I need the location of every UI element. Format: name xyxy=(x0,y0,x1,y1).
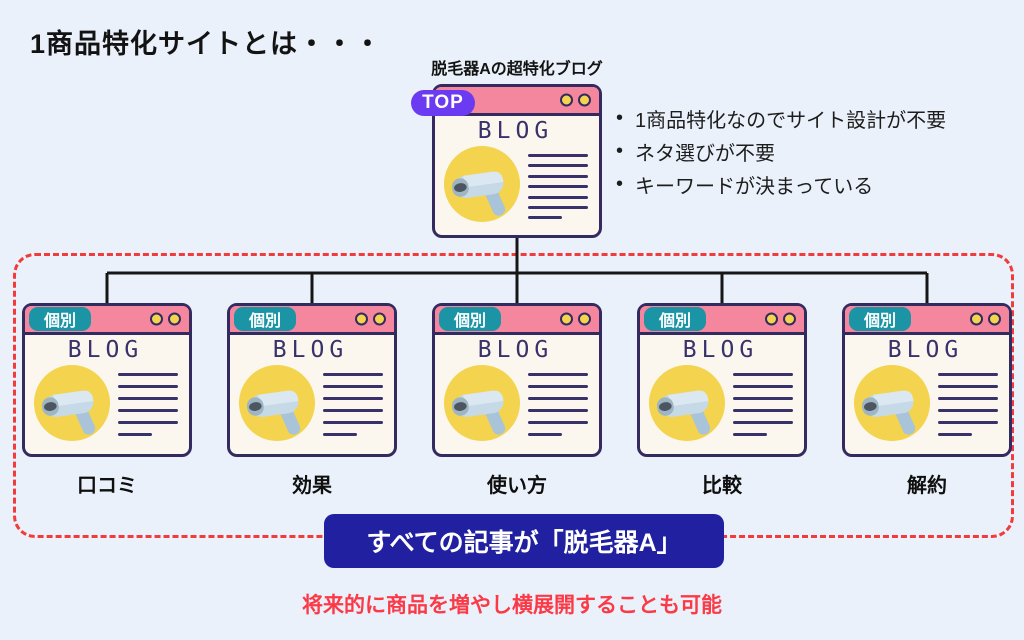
page-title: 1商品特化サイトとは・・・ xyxy=(30,29,383,59)
browser-body: BLOG xyxy=(640,335,804,448)
blog-wordmark: BLOG xyxy=(682,337,759,363)
text-lines xyxy=(118,364,178,436)
window-dot-icon xyxy=(168,312,181,326)
window-dot-icon xyxy=(150,312,163,326)
hair-dryer-icon xyxy=(648,364,726,442)
window-dots xyxy=(560,93,591,107)
window-dots xyxy=(765,312,796,326)
article-label: 比較 xyxy=(702,475,742,497)
top-site-card: TOP BLOG xyxy=(411,84,602,238)
browser-body: BLOG xyxy=(25,335,189,448)
text-lines xyxy=(733,364,793,436)
article-card-kuchikomi: 個別 BLOG xyxy=(22,303,192,457)
text-lines xyxy=(323,364,383,436)
top-badge: TOP xyxy=(411,90,475,116)
window-dot-icon xyxy=(578,93,591,107)
window-dots xyxy=(355,312,386,326)
hair-dryer-icon xyxy=(443,364,521,442)
article-label: 解約 xyxy=(907,475,947,497)
benefit-list: • 1商品特化なのでサイト設計が不要 • ネタ選びが不要 • キーワードが決まっ… xyxy=(616,102,946,201)
kobetsu-badge: 個別 xyxy=(29,307,91,331)
benefit-item: • 1商品特化なのでサイト設計が不要 xyxy=(616,102,946,135)
window-dots xyxy=(970,312,1001,326)
kobetsu-badge: 個別 xyxy=(849,307,911,331)
window-dot-icon xyxy=(970,312,983,326)
browser-body: BLOG xyxy=(230,335,394,448)
window-dot-icon xyxy=(783,312,796,326)
article-label: 口コミ xyxy=(77,475,137,497)
window-dot-icon xyxy=(988,312,1001,326)
blog-wordmark: BLOG xyxy=(477,337,554,363)
blog-wordmark: BLOG xyxy=(272,337,349,363)
window-dot-icon xyxy=(373,312,386,326)
window-dot-icon xyxy=(355,312,368,326)
bullet-icon: • xyxy=(616,107,624,129)
benefit-text: ネタ選びが不要 xyxy=(635,143,776,165)
text-lines xyxy=(528,364,588,436)
article-label: 使い方 xyxy=(487,475,547,497)
summary-banner: すべての記事が「脱毛器A」 xyxy=(324,514,724,568)
text-lines xyxy=(938,364,998,436)
benefit-item: • ネタ選びが不要 xyxy=(616,135,946,168)
kobetsu-badge: 個別 xyxy=(644,307,706,331)
window-dot-icon xyxy=(560,312,573,326)
bullet-icon: • xyxy=(616,173,624,195)
text-lines xyxy=(528,145,588,220)
blog-wordmark: BLOG xyxy=(67,337,144,363)
hair-dryer-icon xyxy=(238,364,316,442)
footnote-text: 将来的に商品を増やし横展開することも可能 xyxy=(302,594,722,617)
window-dot-icon xyxy=(578,312,591,326)
browser-body: BLOG xyxy=(435,116,599,229)
kobetsu-badge: 個別 xyxy=(439,307,501,331)
benefit-text: キーワードが決まっている xyxy=(635,176,874,198)
article-card-kaiyaku: 個別 BLOG xyxy=(842,303,1012,457)
hair-dryer-icon xyxy=(443,145,521,223)
browser-body: BLOG xyxy=(435,335,599,448)
window-dot-icon xyxy=(560,93,573,107)
bullet-icon: • xyxy=(616,140,624,162)
window-dots xyxy=(150,312,181,326)
article-card-tsukaikata: 個別 BLOG xyxy=(432,303,602,457)
window-dot-icon xyxy=(765,312,778,326)
article-label: 効果 xyxy=(292,475,332,497)
window-dots xyxy=(560,312,591,326)
blog-wordmark: BLOG xyxy=(887,337,964,363)
kobetsu-badge: 個別 xyxy=(234,307,296,331)
hair-dryer-icon xyxy=(853,364,931,442)
browser-body: BLOG xyxy=(845,335,1009,448)
article-card-kouka: 個別 BLOG xyxy=(227,303,397,457)
blog-wordmark: BLOG xyxy=(477,118,554,144)
benefit-item: • キーワードが決まっている xyxy=(616,168,946,201)
hair-dryer-icon xyxy=(33,364,111,442)
article-card-hikaku: 個別 BLOG xyxy=(637,303,807,457)
benefit-text: 1商品特化なのでサイト設計が不要 xyxy=(635,110,947,132)
top-site-caption: 脱毛器Aの超特化ブログ xyxy=(431,61,603,78)
